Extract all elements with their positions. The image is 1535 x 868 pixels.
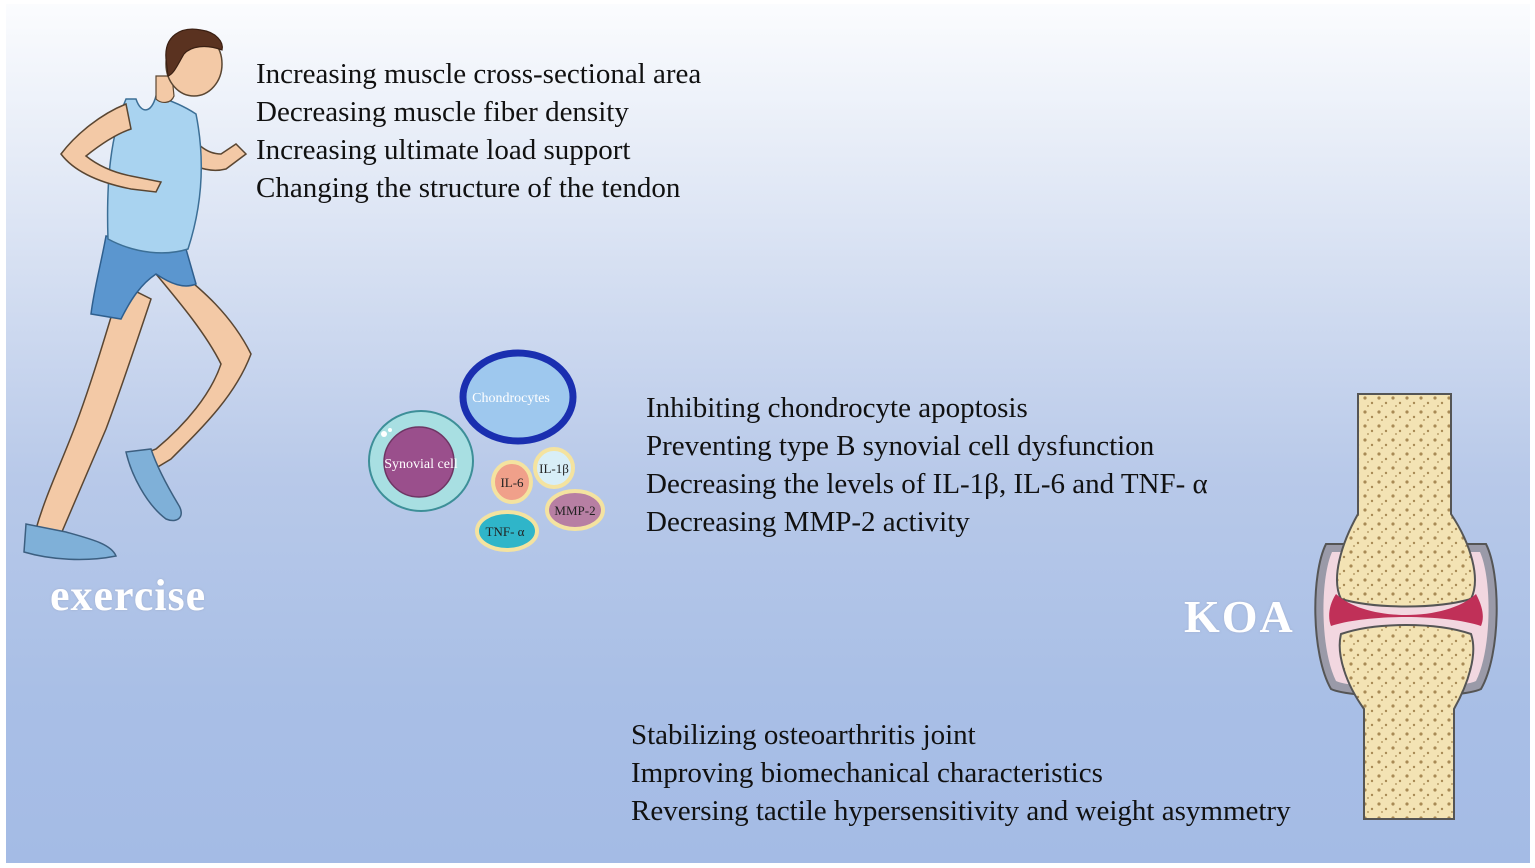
exercise-effect-item: Decreasing muscle fiber density	[256, 96, 629, 128]
il1b-label: IL-1β	[539, 461, 569, 476]
cell-effect-item: Inhibiting chondrocyte apoptosis	[646, 392, 1028, 424]
mmp2-cell	[545, 489, 605, 531]
knee-joint-illustration	[1314, 393, 1498, 820]
joint-effect-item: Improving biomechanical characteristics	[631, 757, 1103, 789]
chondrocyte-label: Chondrocytes	[472, 391, 550, 406]
chondrocyte-cell	[459, 349, 577, 445]
cell-effect-item: Decreasing MMP-2 activity	[646, 506, 970, 538]
tnfa-cell	[475, 510, 539, 552]
runner-illustration	[23, 28, 252, 561]
exercise-label: exercise	[50, 571, 207, 620]
cell-effect-item: Preventing type B synovial cell dysfunct…	[646, 430, 1155, 462]
synovial-label: Synovial cell	[384, 457, 458, 472]
joint-effect-item: Stabilizing osteoarthritis joint	[631, 719, 976, 751]
exercise-effect-item: Increasing muscle cross-sectional area	[256, 58, 702, 90]
exercise-effect-item: Increasing ultimate load support	[256, 134, 631, 166]
koa-label: KOA	[1184, 591, 1295, 642]
cell-effects-list: Inhibiting chondrocyte apoptosis Prevent…	[646, 389, 1208, 541]
tnfa-label: TNF- α	[486, 524, 525, 539]
il1b-cell	[533, 447, 575, 489]
exercise-effect-item: Changing the structure of the tendon	[256, 172, 681, 204]
il6-label: IL-6	[500, 475, 524, 490]
cell-cluster: Chondrocytes Synovial cell IL-6 IL-1β MM…	[368, 349, 605, 552]
exercise-effects-list: Increasing muscle cross-sectional area D…	[256, 55, 701, 207]
cell-effect-item: Decreasing the levels of IL-1β, IL-6 and…	[646, 468, 1208, 500]
diagram-canvas: exercise Increasing muscle cross-section…	[6, 4, 1530, 863]
synovial-nucleus	[383, 426, 455, 498]
joint-effects-list: Stabilizing osteoarthritis joint Improvi…	[631, 716, 1291, 830]
il6-cell	[491, 460, 533, 504]
mmp2-label: MMP-2	[554, 503, 595, 518]
joint-effect-item: Reversing tactile hypersensitivity and w…	[631, 795, 1291, 827]
